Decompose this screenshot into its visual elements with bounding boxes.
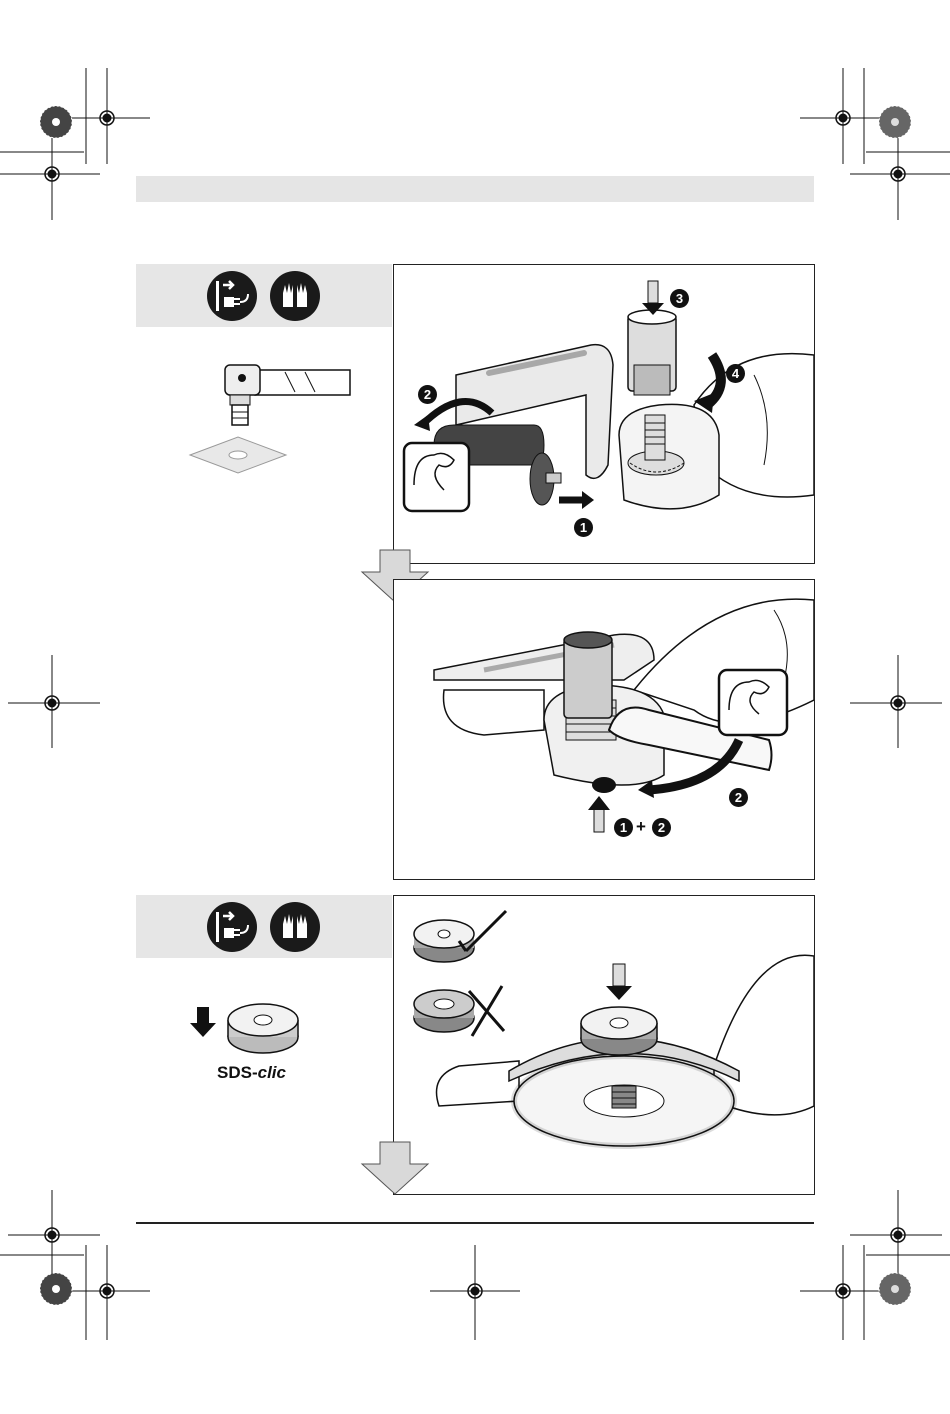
callout-2: 2 <box>418 385 437 404</box>
callout-3: 3 <box>670 289 689 308</box>
wear-gloves-icon <box>270 902 320 952</box>
step1-grinder-thumbnail <box>185 350 355 490</box>
sds-clic-sub: clic <box>258 1063 286 1082</box>
wear-gloves-icon <box>270 271 320 321</box>
header-bar <box>136 176 814 202</box>
callout-2b: 2 <box>729 788 748 807</box>
sds-clic-main: SDS- <box>217 1063 258 1082</box>
footer-rule <box>136 1222 814 1224</box>
step1-illustration-panel: 2 1 3 4 <box>393 264 815 564</box>
callout-2: 2 <box>652 818 671 837</box>
color-calibration-wheel-icon <box>40 106 72 138</box>
step3-illustration-panel <box>393 895 815 1195</box>
plus-sign: + <box>636 817 646 837</box>
callout-1: 1 <box>574 518 593 537</box>
step3-safety-header <box>136 895 392 958</box>
sds-clic-nut-thumbnail: SDS-clic <box>185 995 315 1065</box>
callout-4: 4 <box>726 364 745 383</box>
callout-1: 1 <box>614 818 633 837</box>
next-step-arrow-icon-2 <box>360 1140 430 1196</box>
sds-clic-label: SDS-clic <box>217 1063 286 1083</box>
step1-safety-header <box>136 264 392 327</box>
unplug-power-icon <box>207 902 257 952</box>
unplug-power-icon <box>207 271 257 321</box>
step2-illustration-panel: 2 1 + 2 <box>393 579 815 880</box>
strength-arm-icon <box>404 443 469 511</box>
